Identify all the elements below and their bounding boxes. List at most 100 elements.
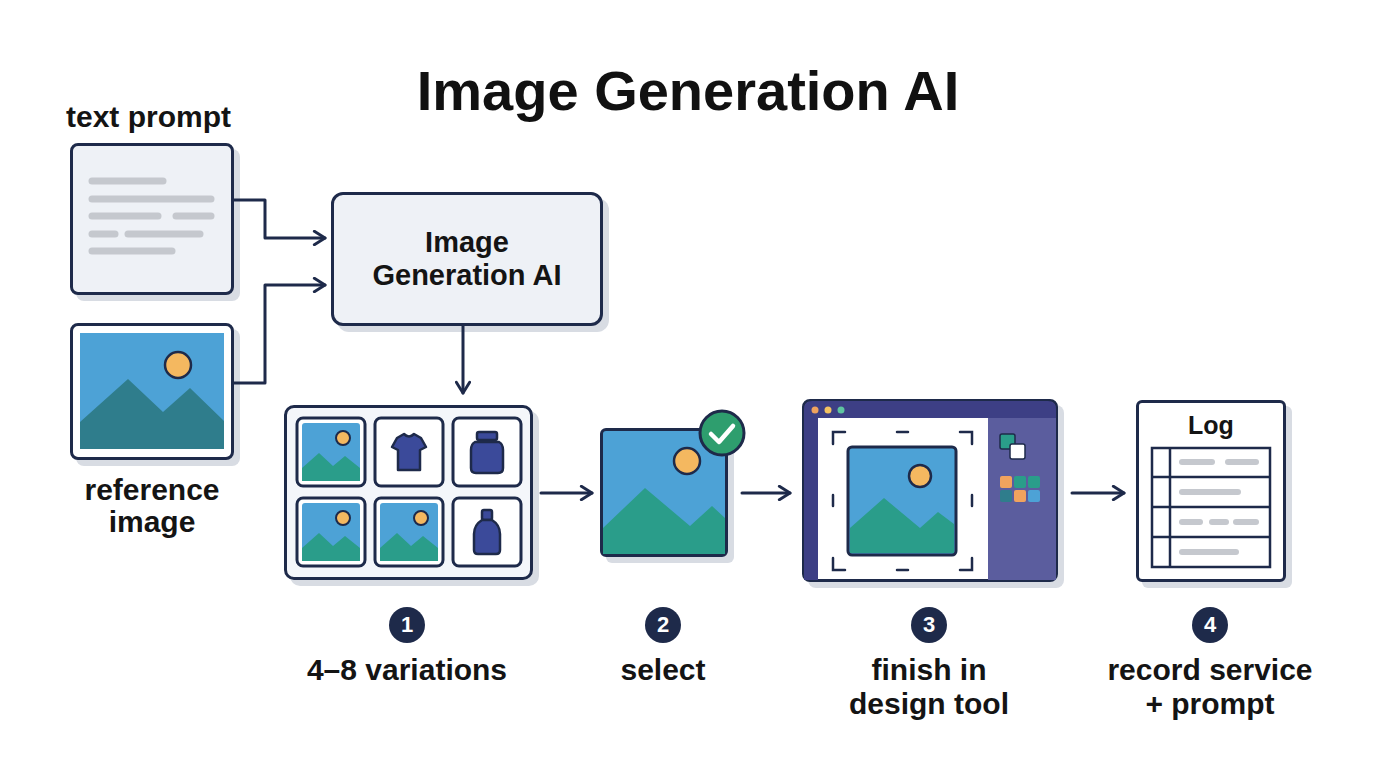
bottle-neck	[482, 510, 492, 520]
step-disc	[1192, 607, 1228, 643]
sun	[414, 511, 428, 525]
table-entry	[1212, 519, 1226, 525]
table-entry	[1182, 489, 1238, 495]
table-entry	[1228, 459, 1256, 465]
node-caption: reference image	[57, 474, 247, 538]
text-line	[92, 231, 115, 238]
table-rule	[1152, 476, 1270, 479]
callout-number: 3	[911, 607, 947, 643]
side-panel	[988, 418, 1056, 580]
table-rules	[1152, 448, 1270, 567]
reference-image-box: reference image	[70, 323, 234, 460]
text-line	[92, 213, 158, 220]
table-rule	[1152, 506, 1270, 509]
step-caption: record service + prompt	[1103, 653, 1318, 721]
callout-number: 2	[645, 607, 681, 643]
process-box: Image Generation AI	[331, 192, 603, 326]
table-entries	[1182, 462, 1256, 552]
color-swatch	[1014, 490, 1026, 502]
tile-frame	[453, 498, 521, 566]
sky	[302, 423, 360, 481]
crop-dash	[832, 495, 835, 506]
step-disc	[645, 607, 681, 643]
sky	[302, 503, 360, 561]
flow-arrow	[742, 492, 790, 495]
prompt-document: text prompt	[70, 143, 234, 295]
tile-frame	[297, 418, 365, 486]
variation-tile	[375, 418, 443, 486]
flow-arrow	[462, 326, 465, 393]
selected-image: select	[600, 428, 728, 557]
step-disc	[389, 607, 425, 643]
step-disc	[911, 607, 947, 643]
sun	[674, 448, 700, 474]
window-title-bar	[804, 401, 1056, 418]
bottle-icon	[474, 520, 500, 554]
step-caption: finish in design tool	[834, 653, 1024, 721]
flow-arrow	[234, 200, 325, 238]
jar-icon	[471, 442, 503, 473]
canvas-image	[848, 447, 956, 555]
flow-arrow	[541, 492, 592, 495]
diagram-title: Image Generation AI	[0, 59, 1376, 123]
sun	[336, 511, 350, 525]
mountains	[302, 453, 360, 481]
table-rule	[1169, 448, 1172, 567]
design-tool-window	[804, 401, 1056, 580]
node-heading: Log	[1141, 410, 1281, 440]
table-entry	[1182, 459, 1212, 465]
step-caption: select	[563, 653, 763, 687]
table-entry	[1236, 519, 1256, 525]
reference-picture	[80, 333, 224, 449]
text-line	[92, 196, 211, 203]
node-label: Image Generation AI	[334, 195, 600, 323]
variation-tile	[453, 498, 521, 566]
text-line	[92, 248, 172, 255]
color-swatch	[1000, 434, 1015, 449]
check-badge	[700, 411, 744, 455]
sun	[165, 352, 191, 378]
callout-number: 4	[1192, 607, 1228, 643]
crop-dash	[971, 495, 974, 506]
step-discs	[389, 607, 1228, 643]
design-tool-window: finish in design tool	[802, 399, 1058, 582]
window-dot	[825, 407, 832, 414]
sky	[80, 333, 224, 449]
table-rule	[1152, 536, 1270, 539]
tile-frame	[375, 498, 443, 566]
tool-strip	[804, 418, 818, 580]
mountains	[80, 379, 224, 449]
crop-corner	[960, 558, 972, 570]
flow-arrow	[1072, 492, 1124, 495]
color-swatch	[1000, 490, 1012, 502]
window-dot	[838, 407, 845, 414]
variations-grid: 4–8 variations	[284, 405, 533, 580]
table-entry	[1182, 519, 1200, 525]
mountains	[850, 498, 954, 553]
text-line	[176, 213, 211, 220]
color-swatch	[1014, 476, 1026, 488]
sun	[909, 465, 931, 487]
mountains	[603, 488, 725, 554]
mountains	[380, 533, 438, 561]
color-swatch	[1028, 476, 1040, 488]
variation-tile	[453, 418, 521, 486]
log-table	[1152, 448, 1270, 567]
sun	[336, 431, 350, 445]
table-entry	[1182, 549, 1236, 555]
crop-dash	[897, 569, 908, 572]
table-frame	[1152, 448, 1270, 567]
window-dot	[812, 407, 819, 414]
tile-frame	[453, 418, 521, 486]
t-shirt-icon	[392, 434, 426, 470]
tile-frame	[375, 418, 443, 486]
step-caption: 4–8 variations	[257, 653, 557, 687]
mountains	[302, 533, 360, 561]
crop-dash	[897, 431, 908, 434]
selected-picture	[603, 411, 744, 554]
text-line	[128, 231, 200, 238]
flow-arrow	[234, 285, 325, 383]
prompt-text-lines	[92, 181, 211, 251]
variation-tile	[297, 498, 365, 566]
crop-corner	[833, 558, 845, 570]
